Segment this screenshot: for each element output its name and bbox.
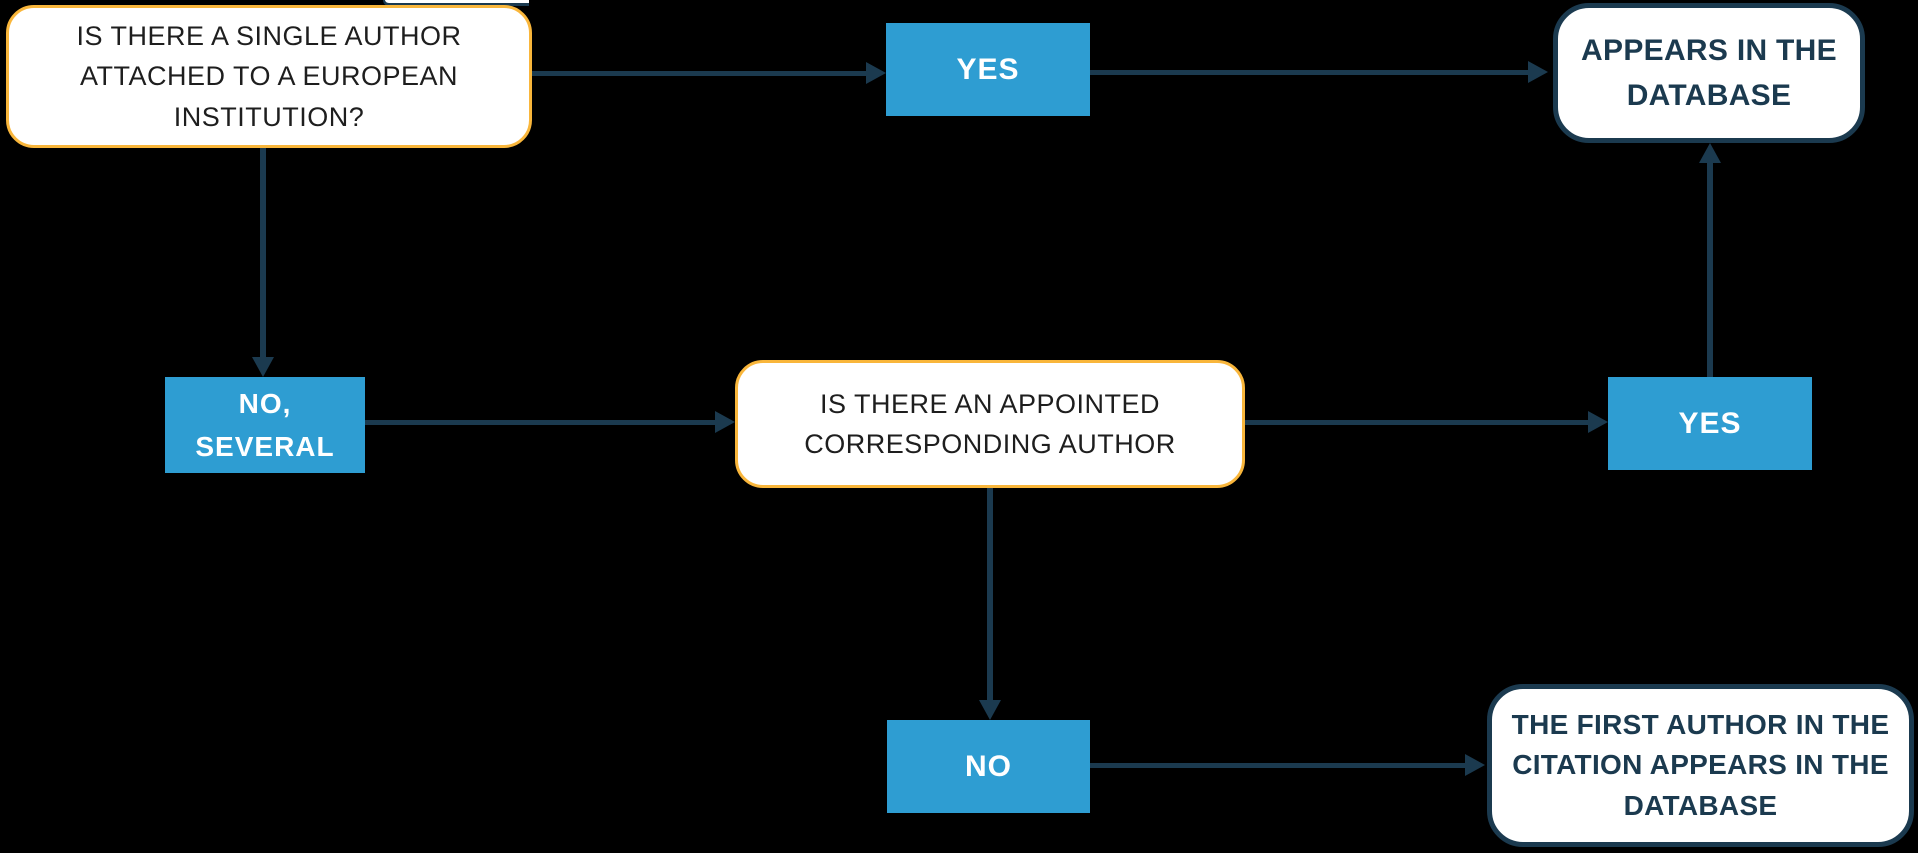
arrow-shaft bbox=[1707, 163, 1713, 377]
result-first-author-box: THE FIRST AUTHOR IN THE CITATION APPEARS… bbox=[1487, 684, 1914, 847]
arrow-head-right-icon bbox=[866, 62, 886, 84]
arrow-shaft bbox=[1090, 763, 1467, 768]
arrow-shaft bbox=[365, 420, 717, 425]
arrow-shaft bbox=[532, 71, 868, 76]
question-corresponding-author-label: IS THERE AN APPOINTED CORRESPONDING AUTH… bbox=[804, 388, 1176, 460]
arrow-head-up-icon bbox=[1699, 143, 1721, 163]
answer-no-several-box: NO, SEVERAL bbox=[165, 377, 365, 473]
answer-yes-top-box: YES bbox=[886, 23, 1090, 116]
answer-no-label: NO bbox=[965, 750, 1012, 783]
arrow-head-right-icon bbox=[1528, 61, 1548, 83]
question-single-author-label: IS THERE A SINGLE AUTHOR ATTACHED TO A E… bbox=[76, 20, 462, 132]
result-first-author-label: THE FIRST AUTHOR IN THE CITATION APPEARS… bbox=[1511, 708, 1890, 821]
arrow-head-down-icon bbox=[979, 700, 1001, 720]
arrow-head-right-icon bbox=[715, 411, 735, 433]
answer-no-several-label: NO, SEVERAL bbox=[195, 387, 335, 462]
arrow-shaft bbox=[260, 148, 266, 359]
answer-yes-right-box: YES bbox=[1608, 377, 1812, 470]
question-single-author-box: IS THERE A SINGLE AUTHOR ATTACHED TO A E… bbox=[6, 5, 532, 148]
answer-yes-top-label: YES bbox=[956, 53, 1020, 86]
arrow-head-down-icon bbox=[252, 357, 274, 377]
arrow-head-right-icon bbox=[1588, 411, 1608, 433]
arrow-head-right-icon bbox=[1465, 754, 1485, 776]
arrow-shaft bbox=[1245, 420, 1590, 425]
cropped-box-sliver bbox=[383, 0, 529, 6]
arrow-shaft bbox=[1090, 70, 1530, 75]
question-corresponding-author-box: IS THERE AN APPOINTED CORRESPONDING AUTH… bbox=[735, 360, 1245, 488]
answer-no-box: NO bbox=[887, 720, 1090, 813]
result-appears-in-database-box: APPEARS IN THE DATABASE bbox=[1553, 3, 1865, 143]
arrow-shaft bbox=[987, 488, 993, 702]
result-appears-in-database-label: APPEARS IN THE DATABASE bbox=[1581, 34, 1837, 112]
answer-yes-right-label: YES bbox=[1678, 407, 1742, 440]
